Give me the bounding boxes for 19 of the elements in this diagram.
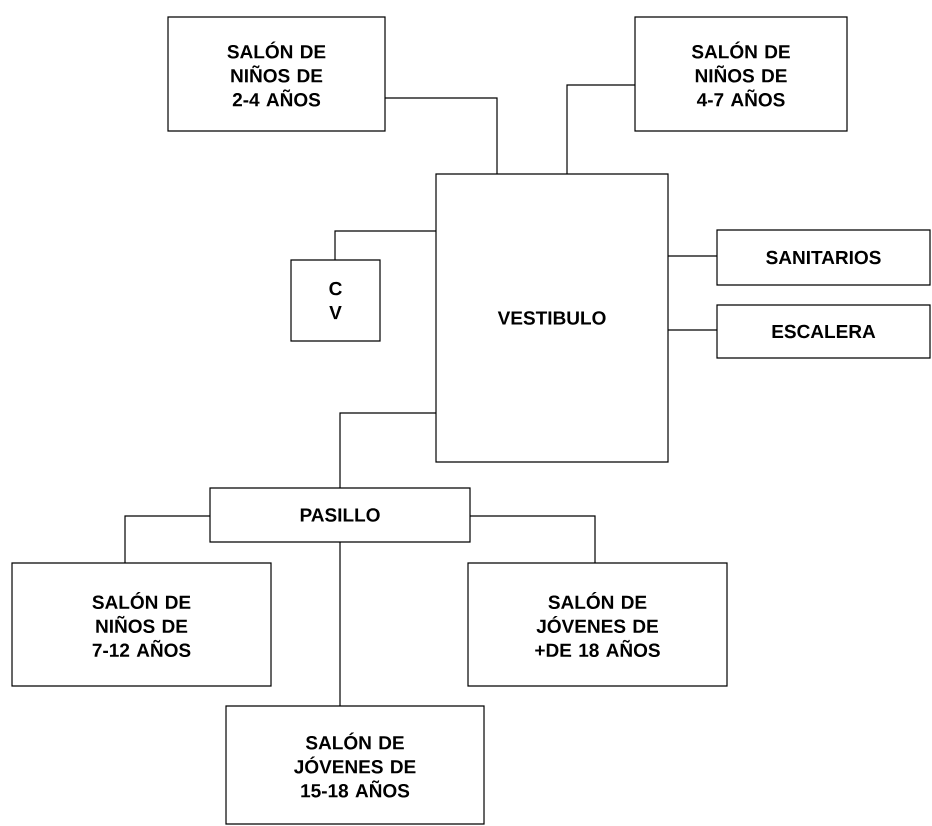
room-box: C V bbox=[290, 259, 381, 342]
connector-line bbox=[566, 84, 635, 174]
room-box: SALÓN DE NIÑOS DE 4-7 AÑOS bbox=[634, 16, 848, 132]
room-box: SANITARIOS bbox=[716, 229, 931, 286]
connector-line bbox=[668, 255, 717, 257]
connector-line bbox=[470, 515, 596, 563]
room-box: ESCALERA bbox=[716, 304, 931, 359]
connector-line bbox=[339, 542, 341, 706]
room-box: PASILLO bbox=[209, 487, 471, 543]
room-box: SALÓN DE NIÑOS DE 2-4 AÑOS bbox=[167, 16, 386, 132]
connector-line bbox=[385, 97, 498, 174]
room-box: VESTIBULO bbox=[435, 173, 669, 463]
room-box: SALÓN DE JÓVENES DE +DE 18 AÑOS bbox=[467, 562, 728, 687]
connector-line bbox=[668, 329, 717, 331]
connector-line bbox=[339, 412, 436, 488]
room-box: SALÓN DE JÓVENES DE 15-18 AÑOS bbox=[225, 705, 485, 825]
room-box: SALÓN DE NIÑOS DE 7-12 AÑOS bbox=[11, 562, 272, 687]
connector-line bbox=[124, 515, 210, 563]
connector-line bbox=[334, 230, 436, 260]
